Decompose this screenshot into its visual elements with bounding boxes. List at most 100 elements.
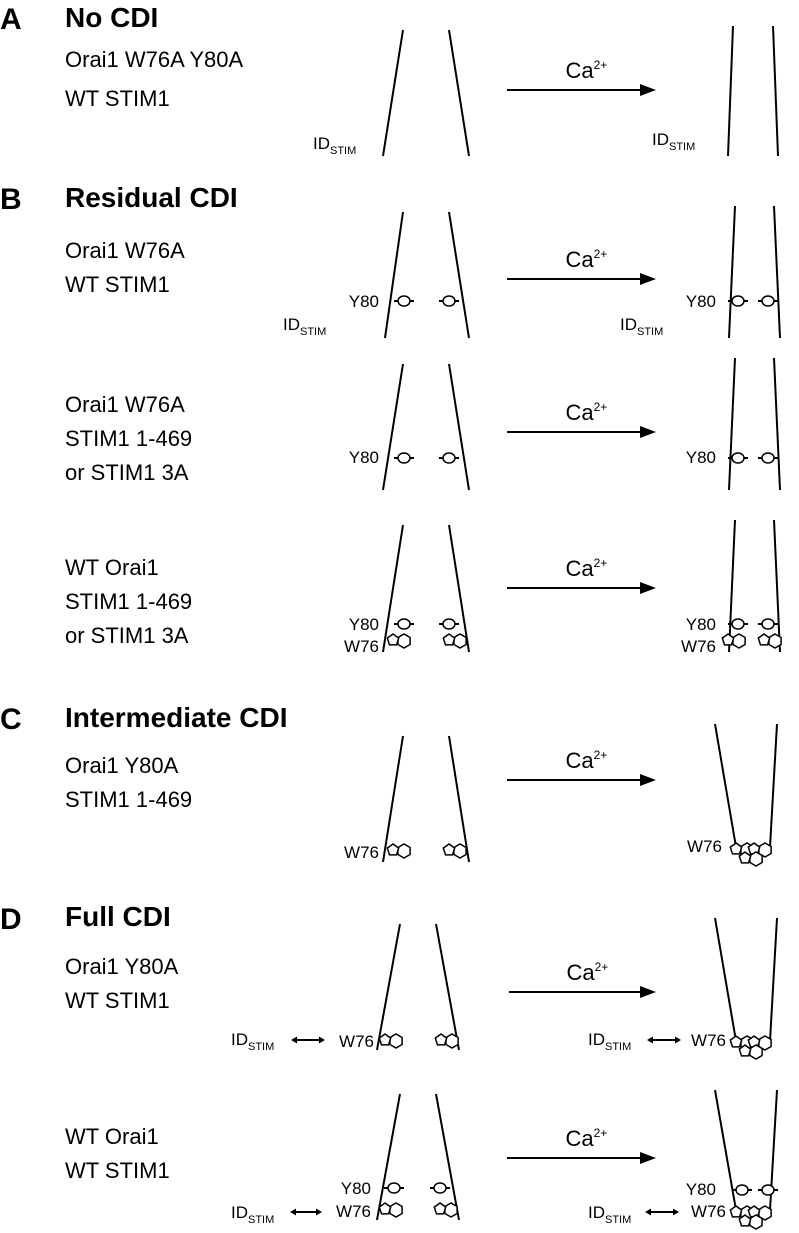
pore-wall-right xyxy=(763,917,778,1045)
interaction-arrow xyxy=(290,1208,322,1216)
condition-label: WT STIM1 xyxy=(65,272,170,297)
w76-indole-icon xyxy=(747,1205,772,1221)
w76-label: W76 xyxy=(339,1032,374,1051)
pore-a-before xyxy=(382,29,470,157)
y80-label: Y80 xyxy=(341,1179,371,1198)
w76-label: W76 xyxy=(336,1202,371,1221)
y80-ring-icon xyxy=(430,1182,450,1194)
y80-ring-icon xyxy=(394,295,414,307)
w76-indole-icon xyxy=(738,851,763,867)
w76-indole-icon xyxy=(721,633,746,649)
w76-label: W76 xyxy=(344,843,379,862)
pore-wall-right xyxy=(773,519,781,653)
pore-wall-right xyxy=(763,723,778,851)
y80-ring-icon xyxy=(758,295,778,307)
w76-indole-icon xyxy=(757,633,782,649)
pore-wall-left xyxy=(382,29,404,157)
y80-label: Y80 xyxy=(349,448,379,467)
calcium-arrow: Ca2+ xyxy=(507,748,656,786)
pore-wall-left xyxy=(376,923,401,1051)
y80-ring-icon xyxy=(384,1182,404,1194)
condition-label: STIM1 1-469 xyxy=(65,426,192,451)
interaction-arrow xyxy=(647,1036,681,1044)
w76-indole-icon xyxy=(433,1202,458,1218)
pore-wall-left xyxy=(384,211,404,339)
calcium-arrow: Ca2+ xyxy=(507,247,656,285)
pore-wall-left xyxy=(728,205,736,339)
condition-label: STIM1 1-469 xyxy=(65,589,192,614)
y80-ring-icon xyxy=(394,618,414,630)
condition-label: Orai1 Y80A xyxy=(65,954,179,979)
pore-wall-left xyxy=(728,357,736,491)
condition-label: WT Orai1 xyxy=(65,1124,159,1149)
w76-label: W76 xyxy=(344,637,379,656)
calcium-arrow: Ca2+ xyxy=(509,960,656,998)
pore-d1-after xyxy=(714,917,778,1045)
y80-ring-icon xyxy=(439,452,459,464)
calcium-label: Ca2+ xyxy=(566,247,608,272)
pore-wall-right xyxy=(773,205,781,339)
section-d: D Full CDI Orai1 Y80A WT STIM1 WT Orai1 WT ST… xyxy=(0,901,179,1183)
y80-ring-icon xyxy=(758,452,778,464)
y80-ring-icon xyxy=(394,452,414,464)
w76-indole-icon xyxy=(386,843,411,859)
calcium-label: Ca2+ xyxy=(567,960,609,985)
y80-label: Y80 xyxy=(686,448,716,467)
section-title: Full CDI xyxy=(65,901,171,932)
pore-wall-right xyxy=(773,357,781,491)
interaction-arrow xyxy=(645,1208,679,1216)
y80-ring-icon xyxy=(758,618,778,630)
id-stim-label: IDSTIM xyxy=(620,315,663,338)
pore-wall-left xyxy=(728,519,736,653)
condition-label: STIM1 1-469 xyxy=(65,787,192,812)
pore-wall-right xyxy=(435,1093,460,1221)
condition-label: WT STIM1 xyxy=(65,988,170,1013)
condition-label: or STIM1 3A xyxy=(65,460,189,485)
y80-ring-icon xyxy=(728,295,748,307)
pore-wall-left xyxy=(714,917,743,1045)
pore-wall-left xyxy=(376,1093,401,1221)
pore-wall-left xyxy=(714,723,743,851)
y80-ring-icon xyxy=(439,618,459,630)
condition-label: Orai1 W76A xyxy=(65,238,185,263)
y80-label: Y80 xyxy=(349,615,379,634)
pore-wall-left xyxy=(727,25,734,157)
pore-wall-right xyxy=(448,735,470,863)
condition-label: Orai1 W76A Y80A xyxy=(65,47,243,72)
y80-label: Y80 xyxy=(686,1180,716,1199)
w76-indole-icon xyxy=(386,633,411,649)
w76-indole-icon xyxy=(747,842,772,858)
w76-label: W76 xyxy=(687,837,722,856)
pore-b1-after xyxy=(728,205,781,339)
calcium-label: Ca2+ xyxy=(566,748,608,773)
condition-label: Orai1 Y80A xyxy=(65,753,179,778)
y80-ring-icon xyxy=(728,452,748,464)
condition-label: WT STIM1 xyxy=(65,86,170,111)
calcium-arrow: Ca2+ xyxy=(507,1126,656,1164)
section-title: No CDI xyxy=(65,2,158,33)
id-stim-label: IDSTIM xyxy=(652,130,695,153)
y80-label: Y80 xyxy=(686,292,716,311)
w76-indole-icon xyxy=(434,1033,459,1049)
pore-wall-right xyxy=(448,524,470,653)
pore-wall-left xyxy=(382,735,404,863)
pore-wall-left xyxy=(382,363,404,491)
w76-label: W76 xyxy=(691,1202,726,1221)
calcium-label: Ca2+ xyxy=(566,1126,608,1151)
condition-label: Orai1 W76A xyxy=(65,392,185,417)
y80-ring-icon xyxy=(728,618,748,630)
panel-letter-c: C xyxy=(0,703,22,736)
panel-letter-d: D xyxy=(0,903,22,936)
y80-ring-icon xyxy=(732,1184,752,1196)
pore-wall-right xyxy=(448,211,470,339)
pore-c-after xyxy=(714,723,778,851)
pore-wall-right xyxy=(448,363,470,491)
condition-label: WT STIM1 xyxy=(65,1158,170,1183)
panel-letter-b: B xyxy=(0,183,22,216)
y80-label: Y80 xyxy=(349,292,379,311)
w76-indole-icon xyxy=(378,1033,403,1049)
calcium-label: Ca2+ xyxy=(566,58,608,83)
y80-label: Y80 xyxy=(686,615,716,634)
